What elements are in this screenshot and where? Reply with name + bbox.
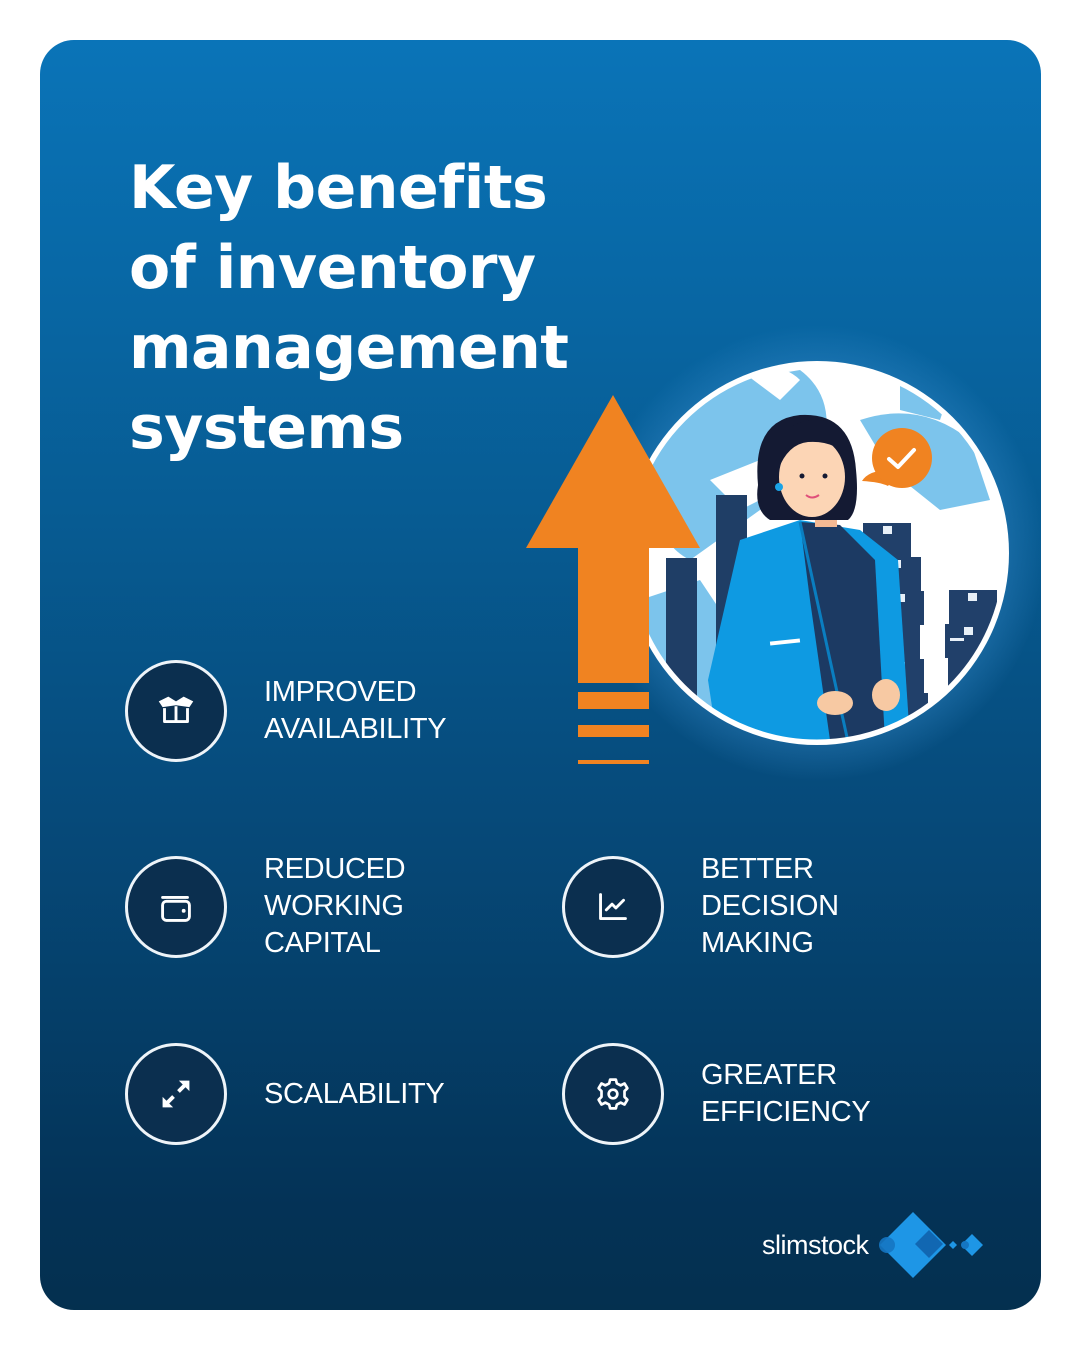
benefit-icon-circle: [125, 1043, 227, 1145]
benefit-label-line: SCALABILITY: [264, 1077, 445, 1110]
benefit-scalability: SCALABILITY: [125, 1043, 445, 1145]
globe-icon: [625, 361, 1009, 745]
benefit-label-line: DECISION: [701, 890, 839, 922]
benefit-label-line: REDUCED: [264, 853, 406, 885]
benefit-icon-circle: [125, 855, 227, 958]
title-line-4: systems: [129, 393, 404, 463]
line-chart-icon: [599, 892, 627, 920]
benefit-label-line: WORKING: [264, 890, 404, 922]
title-line-1: Key benefits: [129, 153, 548, 223]
page-title: Key benefits of inventory management sys…: [129, 148, 569, 468]
title-line-2: of inventory: [129, 233, 536, 303]
benefit-label: BETTER DECISION MAKING: [701, 851, 839, 962]
benefit-label-line: EFFICIENCY: [701, 1096, 871, 1128]
benefit-reduced-working-capital: REDUCED WORKING CAPITAL: [125, 851, 406, 962]
benefit-label-line: IMPROVED: [264, 676, 417, 708]
benefit-improved-availability: IMPROVED AVAILABILITY: [125, 660, 447, 762]
title-line-3: management: [129, 313, 569, 383]
benefit-label-line: AVAILABILITY: [264, 713, 447, 745]
benefit-icon-circle: [562, 1043, 664, 1145]
benefit-better-decision-making: BETTER DECISION MAKING: [562, 851, 839, 962]
benefit-label: SCALABILITY: [264, 1076, 445, 1113]
expand-arrows-icon: [162, 1080, 190, 1108]
open-box-icon: [158, 696, 194, 723]
benefit-label: REDUCED WORKING CAPITAL: [264, 851, 406, 962]
benefit-greater-efficiency: GREATER EFFICIENCY: [562, 1043, 871, 1145]
gear-icon: [597, 1078, 629, 1110]
brand-logo: slimstock: [762, 1210, 993, 1280]
businesswoman-figure: [708, 414, 910, 740]
benefit-label-line: BETTER: [701, 853, 814, 885]
benefit-label: GREATER EFFICIENCY: [701, 1057, 871, 1131]
benefit-label-line: GREATER: [701, 1059, 837, 1091]
check-bubble-icon: [862, 428, 932, 488]
benefit-label-line: CAPITAL: [264, 927, 381, 959]
benefit-icon-circle: [562, 855, 664, 958]
diamond-logo-icon: [878, 1212, 983, 1278]
benefit-icon-circle: [125, 660, 227, 762]
benefit-label: IMPROVED AVAILABILITY: [264, 674, 447, 748]
benefit-label-line: MAKING: [701, 927, 814, 959]
brand-wordmark: slimstock: [762, 1229, 869, 1260]
infographic-card: Key benefits of inventory management sys…: [40, 40, 1041, 1310]
wallet-icon: [161, 895, 191, 922]
globe-glow: [589, 325, 1041, 781]
